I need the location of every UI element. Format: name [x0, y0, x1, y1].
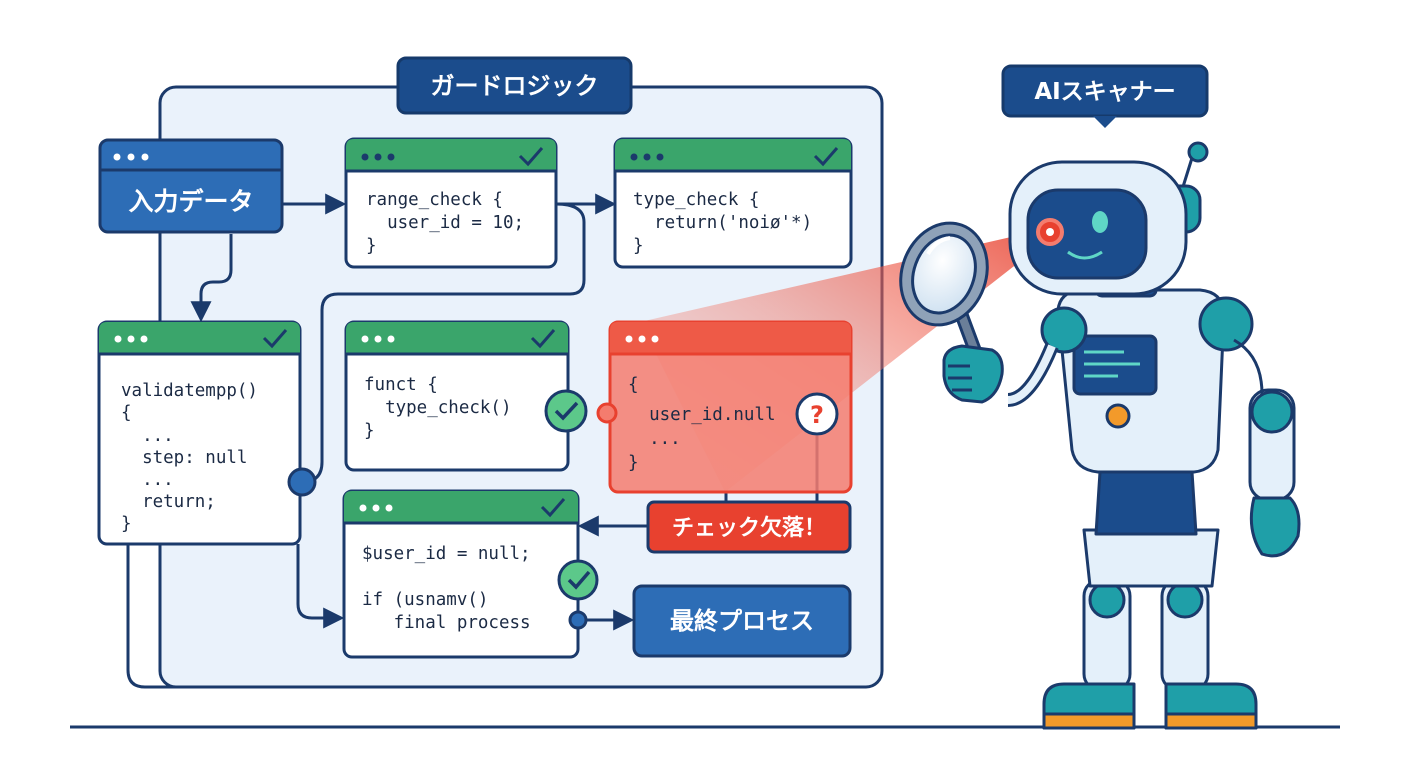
- arrow-validate-to-userid: [296, 544, 345, 629]
- code-line: ...: [121, 470, 174, 490]
- robot-right-hand: [1249, 496, 1301, 558]
- code-line: user_id = 10;: [366, 213, 524, 233]
- robot: [1007, 141, 1301, 730]
- code-line: ...: [121, 426, 174, 446]
- code-line: return('noiø'*): [633, 213, 812, 233]
- code-line: user_id.null: [628, 405, 776, 425]
- guard-logic-title: ガードロジック: [431, 72, 599, 100]
- code-line: }: [364, 421, 375, 441]
- check-circle-icon: [557, 559, 599, 601]
- arrow-input-to-validate: [190, 234, 233, 323]
- range-check-window: range_check { user_id = 10; }: [344, 137, 558, 269]
- code-line: if (usnamv(): [362, 590, 488, 610]
- question-icon: ?: [795, 392, 839, 436]
- validate-window: validatempp() { ... step: null ... retur…: [97, 320, 302, 546]
- code-line: }: [633, 236, 644, 256]
- input-data-card: 入力データ: [98, 138, 284, 234]
- code-line: type_check(): [364, 398, 512, 418]
- check-icon: [530, 329, 556, 349]
- check-icon: [518, 147, 544, 167]
- ai-scanner-label: AIスキャナー: [1001, 64, 1209, 128]
- code-line: final process: [362, 613, 531, 633]
- connectors: [158, 140, 819, 631]
- null-check-window: { user_id.null ... }: [608, 320, 853, 494]
- code-line: return;: [121, 492, 216, 512]
- code-line: ...: [628, 429, 681, 449]
- code-line: }: [121, 514, 132, 534]
- code-line: }: [628, 453, 639, 473]
- check-circle-icon: [544, 389, 588, 433]
- connector-node: [287, 467, 317, 497]
- ai-scanner-title: AIスキャナー: [1034, 79, 1175, 105]
- connector-node: [596, 402, 618, 424]
- guard-logic-label: ガードロジック: [396, 56, 633, 115]
- code-line: }: [366, 236, 377, 256]
- code-line: step: null: [121, 448, 247, 468]
- loop-connector: [301, 202, 586, 484]
- code-line: {: [121, 403, 132, 423]
- code-line: $user_id = null;: [362, 544, 531, 564]
- input-data-label: 入力データ: [128, 187, 253, 216]
- code-line: funct {: [364, 375, 438, 395]
- robot-face-screen: [1026, 188, 1148, 280]
- missing-check-label: チェック欠落！: [672, 515, 826, 541]
- code-line: type_check {: [633, 190, 759, 210]
- svg-text:?: ?: [810, 401, 824, 429]
- code-line: {: [628, 375, 639, 395]
- check-icon: [813, 147, 839, 167]
- final-process-box: 最終プロセス: [632, 584, 852, 658]
- magnifier-icon: [899, 221, 1004, 404]
- code-line: range_check {: [366, 190, 503, 210]
- code-line: validatempp(): [121, 381, 258, 401]
- type-check-window: type_check { return('noiø'*) }: [613, 137, 853, 269]
- check-icon: [262, 329, 288, 349]
- userid-window: $user_id = null; if (usnamv() final proc…: [342, 489, 580, 659]
- funct-window: funct { type_check() }: [344, 320, 570, 472]
- missing-check-tag: チェック欠落！: [646, 500, 852, 554]
- connector-node: [568, 610, 588, 630]
- check-icon: [540, 498, 566, 518]
- final-process-label: 最終プロセス: [670, 607, 814, 635]
